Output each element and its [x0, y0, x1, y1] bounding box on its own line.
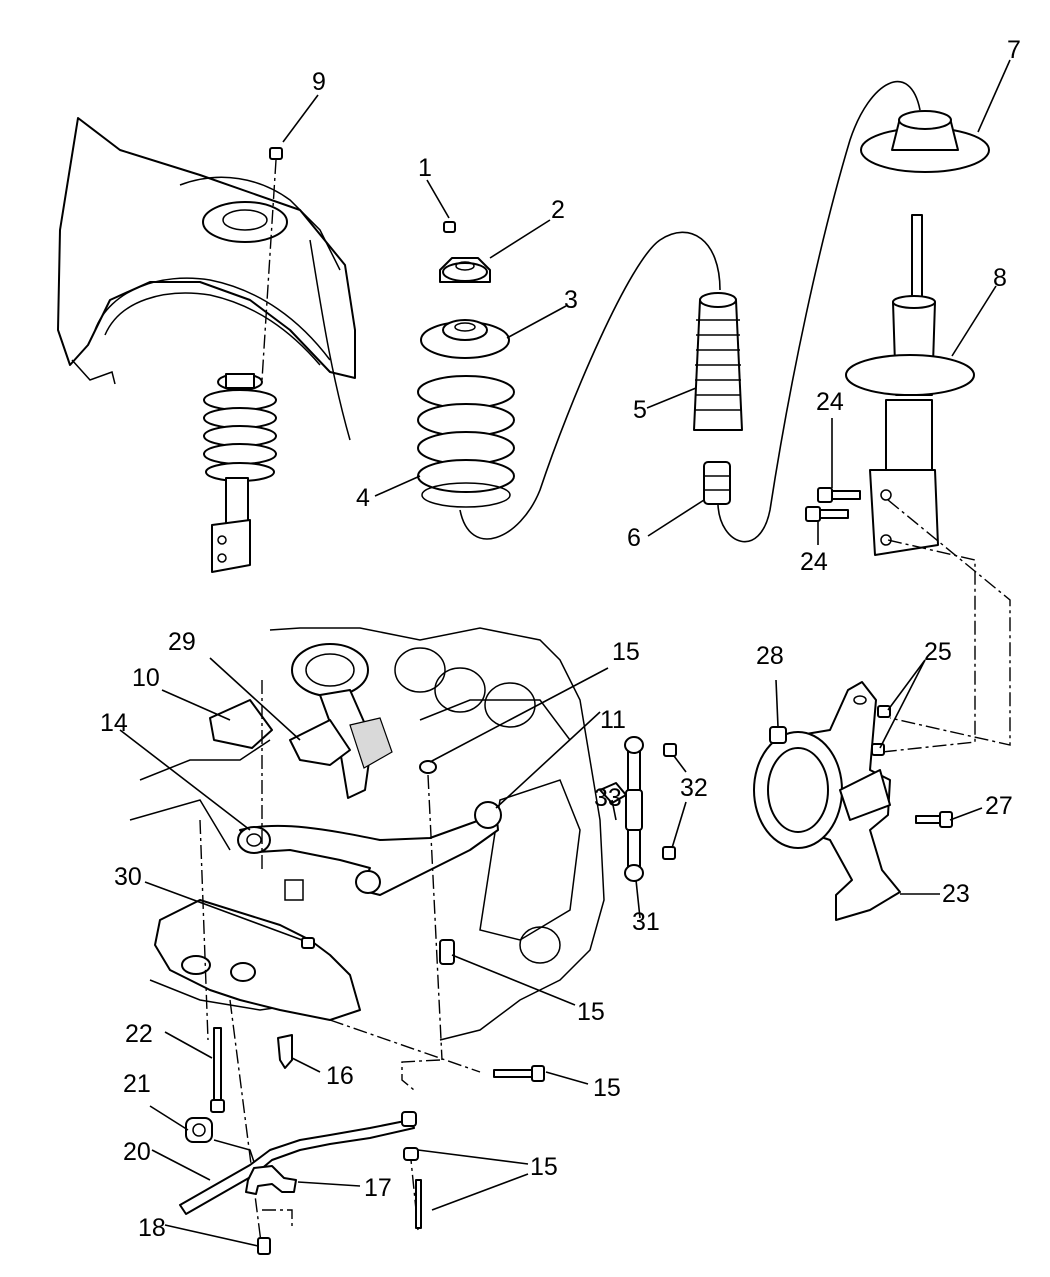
part-15-bushing-upper — [419, 760, 437, 774]
callout-7: 7 — [1007, 36, 1021, 64]
part-24-bolt-lower — [805, 506, 849, 522]
callout-21: 21 — [123, 1070, 151, 1098]
callout-15-bottom: 15 — [530, 1153, 558, 1181]
callout-10: 10 — [132, 664, 160, 692]
part-17-bracket — [277, 1034, 293, 1069]
callout-17: 16 — [326, 1062, 354, 1090]
callout-5: 5 — [633, 396, 647, 424]
part-7-upper-seat — [860, 110, 990, 173]
part-15-bushing-bar-end — [401, 1111, 417, 1127]
callout-28: 28 — [756, 642, 784, 670]
callout-labels: 9 1 2 3 4 5 6 7 8 24 24 25 28 27 23 29 1… — [100, 36, 1021, 1242]
part-6-jounce-bumper — [703, 461, 731, 505]
part-33-clip — [599, 782, 627, 804]
part-25-nut-upper — [877, 705, 891, 718]
part-24-bolt-upper — [817, 487, 861, 503]
part-10-mount — [209, 699, 273, 749]
callout-19: 18 — [138, 1214, 166, 1242]
callout-15-mid: 15 — [577, 998, 605, 1026]
leader-lines — [119, 59, 1011, 1247]
part-18-retainer-bracket — [245, 1165, 297, 1195]
part-16-bolt — [493, 1065, 545, 1082]
callout-20: 20 — [123, 1138, 151, 1166]
part-4-coil-spring — [417, 375, 515, 508]
callout-11: 11 — [600, 706, 626, 734]
callout-30: 30 — [114, 863, 142, 891]
callout-4: 4 — [356, 484, 370, 512]
part-9-nut — [269, 147, 283, 160]
part-23-steering-knuckle — [753, 681, 901, 921]
part-15-link-bolt — [415, 1179, 422, 1229]
callout-18: 17 — [364, 1174, 392, 1202]
callout-22: 22 — [125, 1020, 153, 1048]
part-22-bolt — [210, 1027, 225, 1113]
part-32-nut-upper — [663, 743, 677, 757]
part-28-nut — [769, 726, 787, 744]
drive-axle-boot — [291, 643, 393, 799]
callout-8: 8 — [993, 264, 1007, 292]
assembled-strut — [203, 373, 277, 573]
part-14-lower-control-arm — [237, 801, 502, 896]
callout-15-top: 15 — [612, 638, 640, 666]
part-15-bushing-lower — [403, 1147, 419, 1161]
callout-3: 3 — [564, 286, 578, 314]
part-30-crossmember — [154, 879, 361, 1021]
part-2-upper-mount — [439, 257, 491, 283]
callout-33: 33 — [594, 784, 622, 812]
part-19-bolt — [257, 1237, 271, 1255]
part-1-nut — [443, 221, 456, 233]
part-21-bushing — [185, 1117, 213, 1143]
callout-23: 23 — [942, 880, 970, 908]
part-27-bolt — [915, 811, 953, 828]
part-5-dust-boot — [693, 292, 743, 431]
callout-24-lower: 24 — [800, 548, 828, 576]
callout-24-upper: 24 — [816, 388, 844, 416]
callout-31: 31 — [632, 908, 660, 936]
callout-2: 2 — [551, 196, 565, 224]
callout-1: 1 — [418, 154, 432, 182]
callout-16: 15 — [593, 1074, 621, 1102]
callout-32: 32 — [680, 774, 708, 802]
part-15-bushing-center — [439, 939, 455, 965]
callout-14: 14 — [100, 709, 128, 737]
callout-6: 6 — [627, 524, 641, 552]
part-31-stabilizer-link — [624, 736, 644, 882]
part-29-bracket — [289, 719, 351, 766]
part-8-strut — [845, 214, 975, 556]
part-32-nut-lower — [662, 846, 676, 860]
callout-27: 27 — [985, 792, 1013, 820]
fender-assembly — [57, 117, 356, 441]
callout-9: 9 — [312, 68, 326, 96]
part-25-nut-lower — [871, 743, 885, 756]
callout-29: 29 — [168, 628, 196, 656]
callout-25: 25 — [924, 638, 952, 666]
part-3-spring-seat — [420, 319, 510, 359]
